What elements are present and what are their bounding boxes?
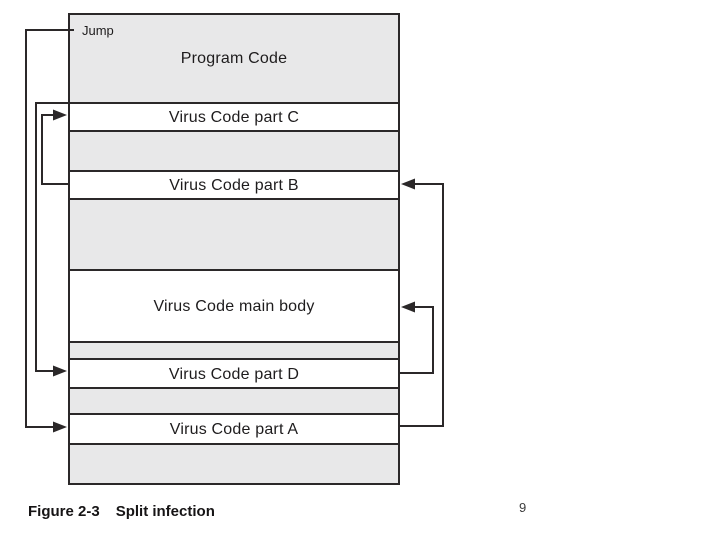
arrow-part-c-to-part-d: [35, 102, 69, 377]
block-label: Virus Code part B: [169, 177, 299, 194]
block-virus-main-body: Virus Code main body: [70, 269, 398, 343]
block-virus-part-b: Virus Code part B: [70, 170, 398, 200]
block-virus-part-d: Virus Code part D: [70, 358, 398, 389]
block-virus-part-c: Virus Code part C: [70, 102, 398, 132]
block-gap-3: [70, 341, 398, 360]
block-label: Virus Code part C: [168, 109, 300, 126]
arrow-jump-to-part-a: [25, 29, 74, 433]
block-gap-1: [70, 130, 398, 172]
block-label: Virus Code part D: [168, 365, 300, 383]
block-gap-2: [70, 198, 398, 271]
block-label: Program Code: [180, 49, 288, 67]
block-program-code: Jump Program Code: [70, 15, 398, 102]
arrow-part-d-to-main-body: [399, 301, 434, 374]
figure-caption-title: Split infection: [115, 503, 215, 520]
figure-caption: Figure 2-3 Split infection: [28, 503, 215, 520]
block-label: Virus Code main body: [153, 298, 315, 315]
block-gap-5: [70, 443, 398, 483]
arrow-part-b-to-part-c: [41, 109, 69, 185]
block-virus-part-a: Virus Code part A: [70, 413, 398, 445]
memory-map: Jump Program Code Virus Code part C Viru…: [68, 13, 400, 485]
arrow-part-a-to-part-b: [399, 178, 444, 427]
block-gap-4: [70, 387, 398, 415]
page-number: 9: [519, 500, 527, 515]
block-label: Virus Code part A: [169, 421, 299, 438]
jump-label: Jump: [82, 23, 114, 38]
figure-caption-label: Figure 2-3: [28, 503, 100, 520]
